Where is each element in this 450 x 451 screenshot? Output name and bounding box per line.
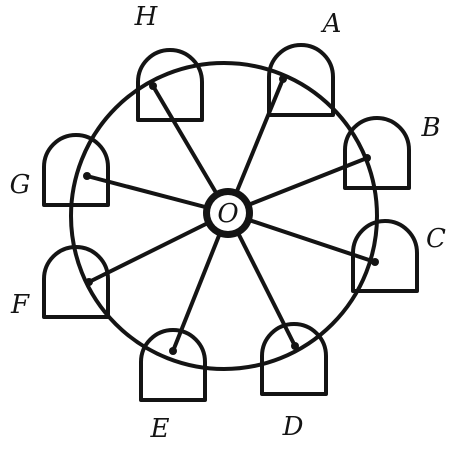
hub-inner xyxy=(210,195,246,231)
cabin-d xyxy=(260,322,328,396)
cabin-b xyxy=(343,116,411,190)
cabin-labels: A B C D E F G H xyxy=(10,2,446,444)
pivot-c xyxy=(371,258,379,266)
cabin-c xyxy=(351,219,419,293)
pivot-f xyxy=(85,278,93,286)
hub: O xyxy=(203,188,253,238)
pivot-a xyxy=(279,75,287,83)
label-d: D xyxy=(282,412,304,442)
cabin-a xyxy=(267,43,335,117)
cabins xyxy=(42,43,419,402)
cabin-f xyxy=(42,245,110,319)
label-g: G xyxy=(10,170,31,200)
pivot-h xyxy=(149,82,157,90)
label-f: F xyxy=(10,290,30,320)
pivot-d xyxy=(291,342,299,350)
pivot-b xyxy=(363,154,371,162)
cabin-g xyxy=(42,133,110,207)
pivot-g xyxy=(83,172,91,180)
cabin-h xyxy=(136,48,204,122)
label-b: B xyxy=(420,113,440,143)
wheel-rim xyxy=(69,61,379,371)
spoke-f xyxy=(88,211,229,284)
cabin-e xyxy=(139,328,207,402)
label-c: C xyxy=(426,224,446,254)
label-e: E xyxy=(150,414,170,444)
label-h: H xyxy=(134,2,159,32)
spoke-c xyxy=(227,211,376,264)
center-label-o: O xyxy=(217,199,238,229)
pivot-e xyxy=(169,347,177,355)
label-a: A xyxy=(321,9,342,39)
